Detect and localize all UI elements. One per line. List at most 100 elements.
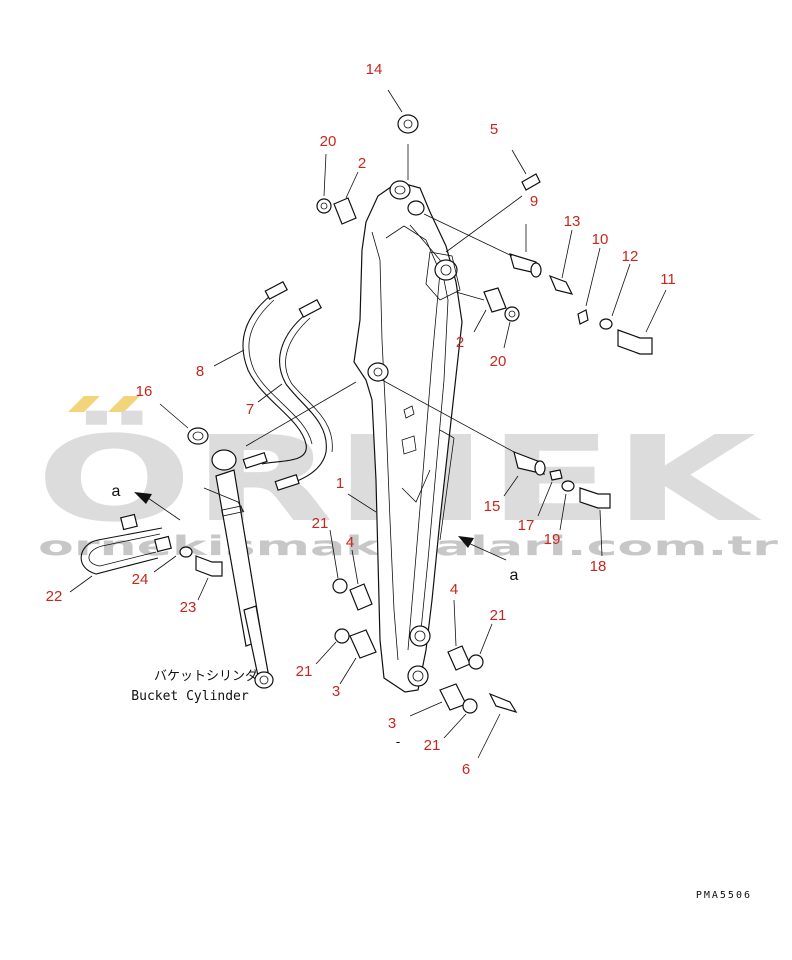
callout-14: 14 (366, 61, 383, 78)
callout-12: 12 (622, 248, 639, 265)
arm-bracket-plate (425, 251, 461, 301)
part-21-seal-left-upper (332, 578, 348, 594)
leader-lines (69, 89, 667, 759)
part-21-seal-right-lower (462, 698, 478, 714)
arm-lower-boss (409, 625, 431, 647)
part-15-pin-end (534, 460, 546, 476)
part-23-bolt (195, 555, 223, 577)
part-21-seal-left-lower (334, 628, 350, 644)
part-20-seal-right (504, 306, 520, 322)
hose-8-fitting-top (264, 280, 288, 300)
callout-5: 5 (490, 121, 498, 138)
arrow-a-right (458, 536, 474, 548)
arm-inner-edge-left (371, 231, 399, 661)
callout-19: 19 (544, 531, 561, 548)
arm-mid-boss-hole (373, 367, 383, 377)
callout-21-left-lower: 21 (296, 663, 313, 680)
part-13-fitting (548, 274, 574, 295)
small-parts (80, 114, 653, 714)
part-22-u-bolt (80, 527, 163, 575)
arm-cylinder-boss-hole (440, 264, 452, 276)
callout-18: 18 (590, 558, 607, 575)
cylinder-band (221, 505, 243, 517)
callout-20-right: 20 (490, 353, 507, 370)
part-4-bushing-left (349, 583, 373, 611)
arm-hose-clip (401, 435, 417, 455)
callout-10: 10 (592, 231, 609, 248)
arm-assembly (353, 180, 463, 693)
callout-numbers: 14 5 20 2 9 13 10 12 11 2 20 8 7 16 1 15… (46, 61, 676, 778)
part-2-bushing-top (333, 197, 357, 225)
hose-7-inner (285, 317, 333, 453)
part-22-clamp (120, 513, 138, 531)
callout-2-right: 2 (456, 334, 464, 351)
part-20-seal-top-hole (320, 202, 328, 210)
part-22-clamp-2 (154, 535, 172, 553)
caption-japanese: バケットシリンダ (154, 669, 258, 684)
part-19-washer (561, 480, 575, 492)
reference-letter-a-left: a (112, 483, 121, 500)
arm-inner-edge-right (409, 224, 449, 641)
part-5-grease-fitting (521, 173, 541, 191)
hose-8-inner (248, 299, 313, 445)
part-20-seal-top (316, 198, 332, 214)
callout-3-left: 3 (332, 683, 340, 700)
caption-english: Bucket Cylinder (131, 689, 249, 704)
arm-top-boss (389, 180, 411, 200)
reference-letter-a-right: a (510, 567, 519, 584)
callout-2-top: 2 (358, 155, 366, 172)
hose-7-fitting-bottom (274, 474, 300, 491)
watermark-accent-left (68, 396, 100, 412)
watermark-accent-right (108, 396, 140, 412)
part-16-ring-hole (192, 431, 204, 441)
part-21-seal-right-upper (468, 654, 484, 670)
arm-tip-boss-hole (412, 670, 424, 682)
part-14-shim-hole (403, 119, 413, 129)
part-22-u-bolt-inner (88, 533, 161, 567)
callout-8: 8 (196, 363, 204, 380)
arm-v-mark (401, 469, 431, 503)
bucket-cylinder (203, 449, 274, 689)
cylinder-head (211, 449, 237, 471)
callout-24: 24 (132, 571, 149, 588)
arm-top-boss-2 (407, 200, 425, 216)
part-10-plate (577, 309, 589, 325)
drawing-code: PMA5506 (696, 890, 752, 901)
callout-11: 11 (660, 271, 676, 288)
part-9-pin-end (530, 262, 542, 278)
callout-1: 1 (336, 475, 344, 492)
dash-mark: - (394, 735, 402, 750)
callout-9: 9 (530, 193, 538, 210)
callout-17: 17 (518, 517, 535, 534)
callout-21-right-upper: 21 (490, 607, 507, 624)
part-16-ring (187, 427, 209, 445)
arm-cylinder-boss (434, 259, 458, 281)
arm-lower-boss-hole (414, 630, 426, 642)
part-17-plate (549, 469, 563, 481)
callout-21-upper-left: 21 (312, 515, 329, 532)
hose-8-fitting-bottom (242, 452, 268, 469)
callout-3-right: 3 (388, 715, 396, 732)
part-24-washer (179, 546, 193, 558)
callout-16: 16 (136, 383, 153, 400)
callout-6: 6 (462, 761, 470, 778)
part-12-washer (599, 318, 613, 330)
part-2-bushing-right (483, 287, 507, 313)
cylinder-eye (254, 671, 274, 689)
cylinder-rod (243, 605, 269, 677)
hose-7 (279, 313, 327, 485)
arm-plate-mark (403, 405, 415, 419)
hoses (242, 280, 333, 491)
part-18-bolt (579, 487, 611, 509)
hose-8 (242, 295, 307, 465)
arm-web (385, 225, 441, 651)
part-20-seal-right-hole (508, 310, 516, 318)
callout-13: 13 (564, 213, 581, 230)
part-14-shim (397, 114, 419, 134)
cylinder-eye-hole (259, 675, 269, 685)
arm-tip-boss (407, 665, 429, 687)
part-11-bolt (617, 329, 653, 355)
callout-4-left: 4 (346, 534, 354, 551)
part-6-grease-fitting (488, 692, 518, 714)
